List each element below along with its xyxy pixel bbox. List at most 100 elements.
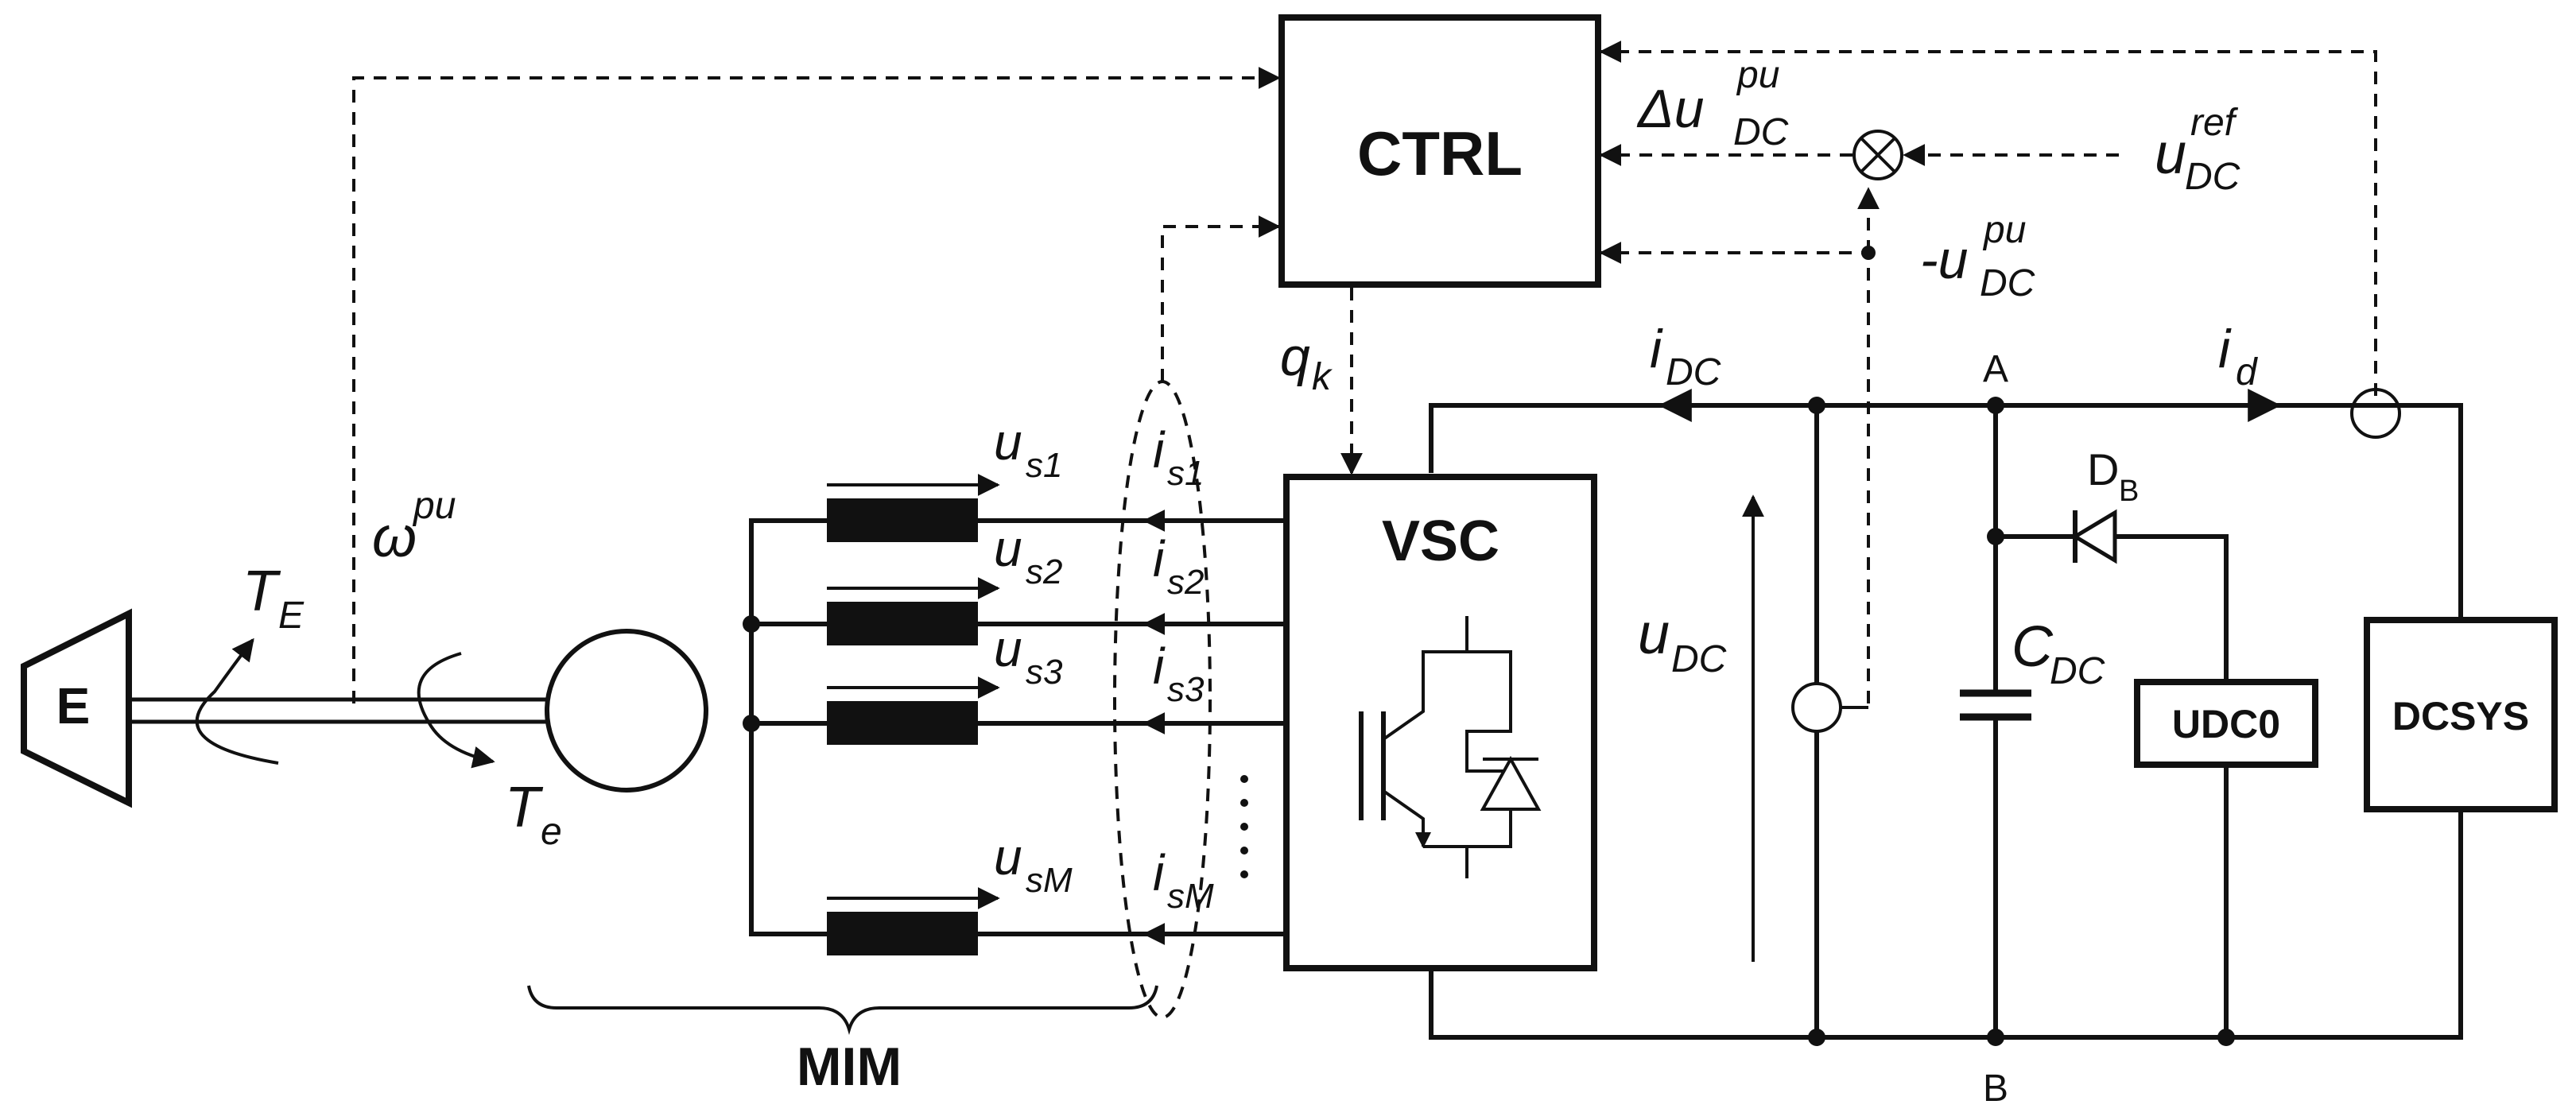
svg-text:s1: s1 xyxy=(1026,446,1062,485)
udc0-node-dot xyxy=(2217,1029,2235,1046)
engine-label: E xyxy=(56,677,91,734)
omega-label: ω pu xyxy=(372,485,456,569)
svg-text:s2: s2 xyxy=(1026,552,1062,591)
current-sensor-icon xyxy=(2350,388,2401,439)
svg-text:i: i xyxy=(1153,844,1166,901)
db-label: D B xyxy=(2087,444,2139,508)
svg-text:i: i xyxy=(1153,421,1166,479)
omega-feedback-line xyxy=(352,67,1281,703)
svg-text:s2: s2 xyxy=(1167,563,1204,602)
engine-block xyxy=(21,608,132,808)
udc-label: u DC xyxy=(1638,603,1727,680)
current-feedback-line xyxy=(1161,215,1281,382)
id-label: i d xyxy=(2218,319,2258,393)
udc0-block xyxy=(2134,679,2318,768)
cdc-label: C DC xyxy=(2012,615,2105,692)
bus-node-top-1 xyxy=(1808,397,1825,414)
winding-2 xyxy=(751,577,1286,645)
svg-text:q: q xyxy=(1280,327,1310,387)
svg-text:E: E xyxy=(278,595,305,637)
svg-text:i: i xyxy=(1153,530,1166,587)
ellipsis-dots xyxy=(1240,775,1248,878)
diode-db-icon xyxy=(2071,509,2117,564)
svg-text:DC: DC xyxy=(2185,156,2240,198)
igbt-switch-icon xyxy=(1359,616,1542,878)
svg-text:sM: sM xyxy=(1167,877,1214,916)
svg-text:B: B xyxy=(2119,475,2139,508)
svg-text:DC: DC xyxy=(1666,351,1721,393)
svg-text:d: d xyxy=(2236,351,2258,393)
svg-text:DC: DC xyxy=(2050,650,2105,692)
junction-dot xyxy=(1861,246,1876,260)
us2-label: u s2 xyxy=(994,520,1062,591)
winding-M xyxy=(827,887,1286,955)
dcsys-block xyxy=(2364,617,2558,812)
node-b-label: B xyxy=(1983,1068,2008,1110)
svg-text:s3: s3 xyxy=(1167,670,1205,709)
te-label: T e xyxy=(505,776,562,853)
us3-label: u s3 xyxy=(994,620,1063,692)
dc-bus-top xyxy=(1429,403,2463,620)
svg-text:D: D xyxy=(2087,444,2119,494)
svg-text:pu: pu xyxy=(412,485,456,527)
mim-neutral-wire xyxy=(749,518,827,936)
svg-text:k: k xyxy=(1312,356,1333,398)
svg-text:s1: s1 xyxy=(1167,454,1204,493)
svg-text:pu: pu xyxy=(1736,54,1779,96)
bus-node-bottom-1 xyxy=(1808,1029,1825,1046)
svg-text:u: u xyxy=(1638,603,1670,666)
te-machine-arrow xyxy=(417,652,495,769)
summing-junction-icon xyxy=(1852,130,1903,180)
svg-text:u: u xyxy=(994,620,1022,677)
node-b-dot xyxy=(1987,1029,2004,1046)
qk-label: q k xyxy=(1280,327,1333,398)
svg-text:ref: ref xyxy=(2190,102,2239,144)
vsc-block xyxy=(1283,474,1597,971)
us1-label: u s1 xyxy=(994,413,1062,485)
vsc-label: VSC xyxy=(1382,510,1499,573)
machine-rotor-icon xyxy=(545,629,708,793)
is1-label: i s1 xyxy=(1153,421,1204,493)
svg-text:DC: DC xyxy=(1980,262,2035,304)
svg-text:e: e xyxy=(541,811,562,853)
svg-text:Δu: Δu xyxy=(1636,79,1704,139)
te-engine-arrow xyxy=(195,638,279,765)
is2-label: i s2 xyxy=(1153,530,1204,602)
is3-label: i s3 xyxy=(1153,638,1205,709)
u-dc-ref-label: u DC ref xyxy=(2155,102,2240,198)
winding-1 xyxy=(827,474,1286,542)
svg-text:i: i xyxy=(1153,638,1166,695)
svg-text:T: T xyxy=(242,560,281,623)
svg-text:DC: DC xyxy=(1671,638,1727,680)
svg-text:sM: sM xyxy=(1026,861,1073,900)
voltage-sensor-icon xyxy=(1791,682,1842,733)
dc-bus-bottom xyxy=(1429,809,2463,1040)
mim-brace xyxy=(527,985,1158,1036)
svg-text:ω: ω xyxy=(372,506,417,569)
node-a-label: A xyxy=(1983,348,2008,390)
svg-text:u: u xyxy=(994,413,1022,471)
svg-text:s3: s3 xyxy=(1026,653,1063,692)
current-measurement-ellipse xyxy=(1113,380,1212,1019)
svg-text:T: T xyxy=(505,776,544,839)
svg-text:u: u xyxy=(994,520,1022,577)
isM-label: i sM xyxy=(1153,844,1214,916)
svg-text:C: C xyxy=(2012,615,2054,679)
svg-text:u: u xyxy=(994,828,1022,886)
dcsys-label: DCSYS xyxy=(2392,694,2529,738)
delta-u-dc-label: Δu DC pu xyxy=(1636,54,1789,153)
svg-text:pu: pu xyxy=(1982,209,2026,251)
ctrl-label: CTRL xyxy=(1357,118,1523,188)
shaft xyxy=(129,697,547,724)
tE-label: T E xyxy=(242,560,305,637)
svg-text:i: i xyxy=(2218,319,2232,379)
udc0-label: UDC0 xyxy=(2172,702,2280,746)
node-a-dot xyxy=(1987,397,2004,414)
svg-text:u: u xyxy=(2155,122,2186,186)
usM-label: u sM xyxy=(994,828,1073,900)
winding-3 xyxy=(751,676,1286,745)
mim-label: MIM xyxy=(797,1037,902,1097)
neg-u-dc-label: -u DC pu xyxy=(1920,209,2035,304)
svg-text:i: i xyxy=(1650,319,1663,379)
